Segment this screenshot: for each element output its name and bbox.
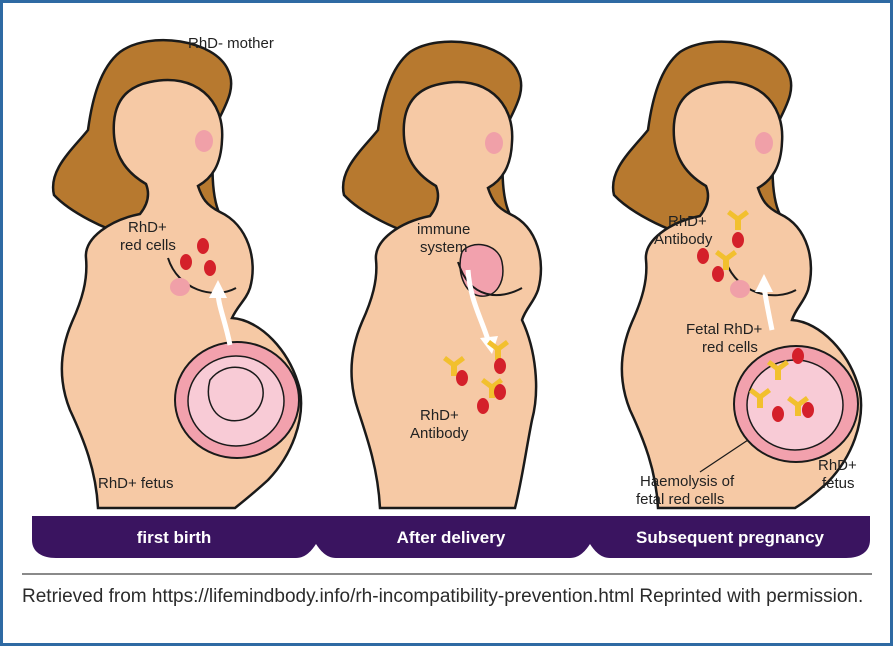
stage-after-delivery: After delivery xyxy=(397,528,506,547)
nipple-3 xyxy=(730,280,750,298)
red-cell-3d xyxy=(792,348,804,364)
label-p2-antibody-line1: RhD+ xyxy=(420,407,459,424)
fetus-1 xyxy=(188,356,284,446)
label-p1-cells-line1: RhD+ xyxy=(128,219,167,236)
label-p2-antibody-line2: Antibody xyxy=(410,425,469,442)
red-cell-1a xyxy=(197,238,209,254)
label-p3-fetus-line1: RhD+ xyxy=(818,457,857,474)
red-cell-1b xyxy=(180,254,192,270)
stage-bar: first birth After delivery Subsequent pr… xyxy=(32,516,870,558)
cheek-2 xyxy=(485,132,503,154)
red-cell-2a xyxy=(456,370,468,386)
label-p3-haemolysis-line2: fetal red cells xyxy=(636,491,724,508)
red-cell-2b xyxy=(494,358,506,374)
label-p3-haemolysis-line1: Haemolysis of xyxy=(640,473,735,490)
label-p3-fetal-line1: Fetal RhD+ xyxy=(686,321,763,338)
label-p3-antibody-line1: RhD+ xyxy=(668,213,707,230)
nipple-1 xyxy=(170,278,190,296)
red-cell-3e xyxy=(772,406,784,422)
label-p3-fetal-line2: red cells xyxy=(702,339,758,356)
label-p2-immune-line2: system xyxy=(420,239,468,256)
red-cell-2d xyxy=(477,398,489,414)
cheek-3 xyxy=(755,132,773,154)
stage-subsequent-pregnancy: Subsequent pregnancy xyxy=(636,528,825,547)
label-p2-immune-line1: immune xyxy=(417,221,470,238)
label-mother: RhD- mother xyxy=(188,35,274,52)
red-cell-3a xyxy=(732,232,744,248)
red-cell-3b xyxy=(697,248,709,264)
label-p3-antibody-line2: Antibody xyxy=(654,231,713,248)
figure-caption: Retrieved from https://lifemindbody.info… xyxy=(22,583,867,611)
label-p3-fetus-line2: fetus xyxy=(822,475,855,492)
red-cell-2c xyxy=(494,384,506,400)
stage-first-birth: first birth xyxy=(137,528,212,547)
label-p1-fetus: RhD+ fetus xyxy=(98,475,173,492)
red-cell-1c xyxy=(204,260,216,276)
red-cell-3f xyxy=(802,402,814,418)
cheek-1 xyxy=(195,130,213,152)
red-cell-3c xyxy=(712,266,724,282)
label-p1-cells-line2: red cells xyxy=(120,237,176,254)
